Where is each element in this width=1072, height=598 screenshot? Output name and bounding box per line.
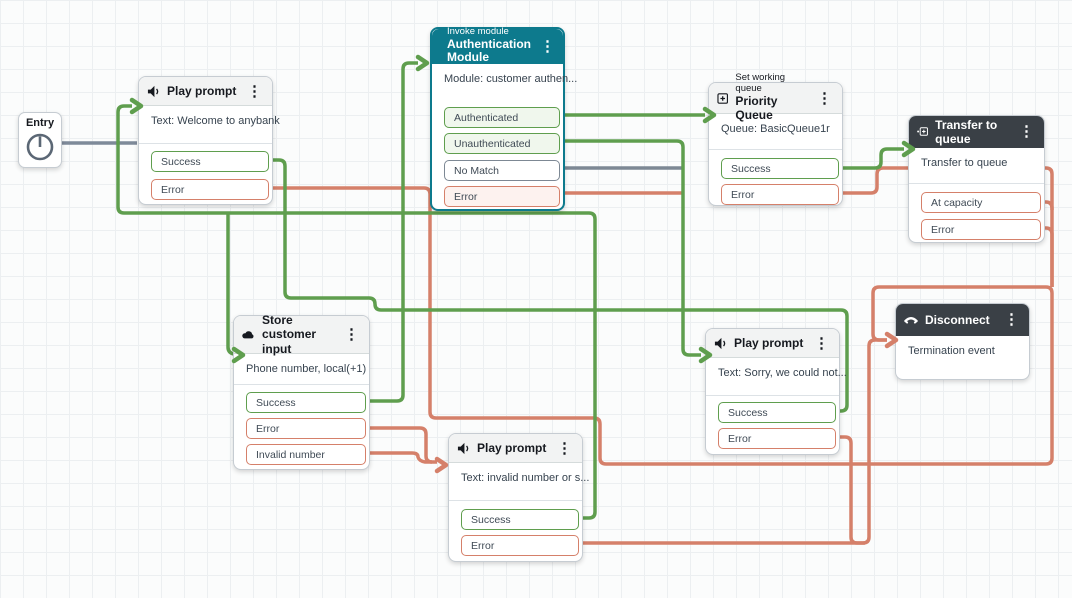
- output-at-capacity[interactable]: At capacity: [921, 192, 1041, 213]
- wire-sorry-error-to-disconnect: [838, 435, 865, 545]
- output-no-match[interactable]: No Match: [444, 160, 560, 181]
- kebab-menu-button[interactable]: ⋮: [814, 334, 829, 352]
- node-title: Store customer input: [262, 312, 317, 356]
- node-title: Play prompt: [734, 336, 804, 350]
- output-error[interactable]: Error: [444, 186, 560, 207]
- kebab-menu-button[interactable]: ⋮: [1019, 123, 1034, 140]
- divider: [709, 149, 842, 150]
- node-header: Transfer to queue ⋮: [909, 116, 1044, 148]
- wire-unauthenticated-to-sorry: [562, 139, 701, 357]
- divider: [909, 183, 1044, 184]
- output-authenticated[interactable]: Authenticated: [444, 107, 560, 128]
- wire-store-invalid-to-invalidprompt: [368, 451, 432, 464]
- node-header: Set working queue Priority Queue ⋮: [709, 72, 842, 122]
- wire-priority-success-to-transfer: [841, 147, 904, 170]
- node-body-text: Termination event: [908, 345, 995, 357]
- output-success[interactable]: Success: [151, 151, 269, 172]
- output-success[interactable]: Success: [721, 158, 839, 179]
- output-error[interactable]: Error: [721, 184, 839, 205]
- arrowhead-into-invalidprompt: [434, 456, 449, 474]
- node-body-text: Text: Welcome to anybank: [151, 115, 280, 127]
- node-kind-label: Set working queue: [735, 72, 786, 95]
- node-title: Priority Queue: [735, 94, 778, 122]
- node-play-prompt-welcome[interactable]: Play prompt ⋮ Text: Welcome to anybank S…: [138, 76, 280, 205]
- entry-node[interactable]: Entry: [18, 112, 62, 168]
- output-error[interactable]: Error: [151, 179, 269, 200]
- output-success[interactable]: Success: [461, 509, 579, 530]
- wire-store-error-to-invalidprompt: [368, 426, 437, 464]
- node-body-text: Phone number, local(+1): [246, 363, 367, 375]
- node-header: Play prompt ⋮: [706, 329, 839, 358]
- node-header: Disconnect ⋮: [896, 304, 1029, 336]
- node-play-prompt-invalid[interactable]: Play prompt ⋮ Text: invalid number or s.…: [448, 433, 589, 562]
- node-body-text: Queue: BasicQueue1r: [721, 123, 830, 135]
- node-body-text: Text: Sorry, we could not...: [718, 367, 847, 379]
- node-header: Play prompt ⋮: [139, 77, 272, 106]
- entry-point-icon: [26, 133, 54, 161]
- node-header: Invoke module Authentication Module ⋮: [432, 25, 563, 65]
- divider: [234, 384, 369, 385]
- node-title: Play prompt: [167, 84, 237, 98]
- speaker-icon: [714, 337, 726, 349]
- divider: [449, 500, 582, 501]
- divider: [139, 143, 272, 144]
- node-header: Store customer input ⋮: [234, 312, 369, 356]
- output-error[interactable]: Error: [718, 428, 836, 449]
- kebab-menu-button[interactable]: ⋮: [557, 439, 572, 457]
- divider: [706, 395, 839, 396]
- node-authentication-module[interactable]: Invoke module Authentication Module ⋮ Mo…: [430, 25, 577, 211]
- node-body-text: Module: customer authen...: [444, 73, 578, 85]
- output-success[interactable]: Success: [718, 402, 836, 423]
- output-error[interactable]: Error: [246, 418, 366, 439]
- node-header: Play prompt ⋮: [449, 434, 582, 463]
- wire-store-success-to-auth: [368, 61, 418, 403]
- node-title: Transfer to queue: [935, 117, 998, 146]
- node-store-customer-input[interactable]: Store customer input ⋮ Phone number, loc…: [233, 312, 370, 470]
- node-play-prompt-sorry[interactable]: Play prompt ⋮ Text: Sorry, we could not.…: [705, 328, 847, 455]
- set-working-queue-icon: [717, 92, 728, 104]
- speaker-icon: [147, 85, 159, 97]
- kebab-menu-button[interactable]: ⋮: [540, 37, 555, 55]
- node-priority-queue[interactable]: Set working queue Priority Queue ⋮ Queue…: [708, 72, 843, 206]
- cloud-icon: [242, 331, 254, 339]
- output-unauthenticated[interactable]: Unauthenticated: [444, 133, 560, 154]
- node-transfer-to-queue[interactable]: Transfer to queue ⋮ Transfer to queue At…: [908, 115, 1045, 243]
- speaker-icon: [457, 442, 469, 454]
- arrowhead-into-auth: [415, 54, 430, 72]
- entry-label: Entry: [25, 117, 55, 129]
- node-body-text: Text: invalid number or s...: [461, 472, 590, 484]
- node-title: Play prompt: [477, 441, 547, 455]
- kebab-menu-button[interactable]: ⋮: [344, 326, 359, 343]
- node-kind-label: Invoke module: [447, 25, 509, 37]
- node-title: Disconnect: [925, 312, 990, 327]
- node-disconnect[interactable]: Disconnect ⋮ Termination event: [895, 303, 1030, 380]
- node-body-text: Transfer to queue: [921, 157, 1008, 169]
- node-title: Authentication Module: [447, 36, 531, 65]
- kebab-menu-button[interactable]: ⋮: [247, 82, 262, 100]
- output-error[interactable]: Error: [921, 219, 1041, 240]
- kebab-menu-button[interactable]: ⋮: [1004, 311, 1019, 328]
- output-error[interactable]: Error: [461, 535, 579, 556]
- output-success[interactable]: Success: [246, 392, 366, 413]
- output-invalid-number[interactable]: Invalid number: [246, 444, 366, 465]
- disconnect-phone-icon: [904, 317, 918, 324]
- kebab-menu-button[interactable]: ⋮: [817, 89, 832, 107]
- transfer-to-queue-icon: [917, 127, 928, 136]
